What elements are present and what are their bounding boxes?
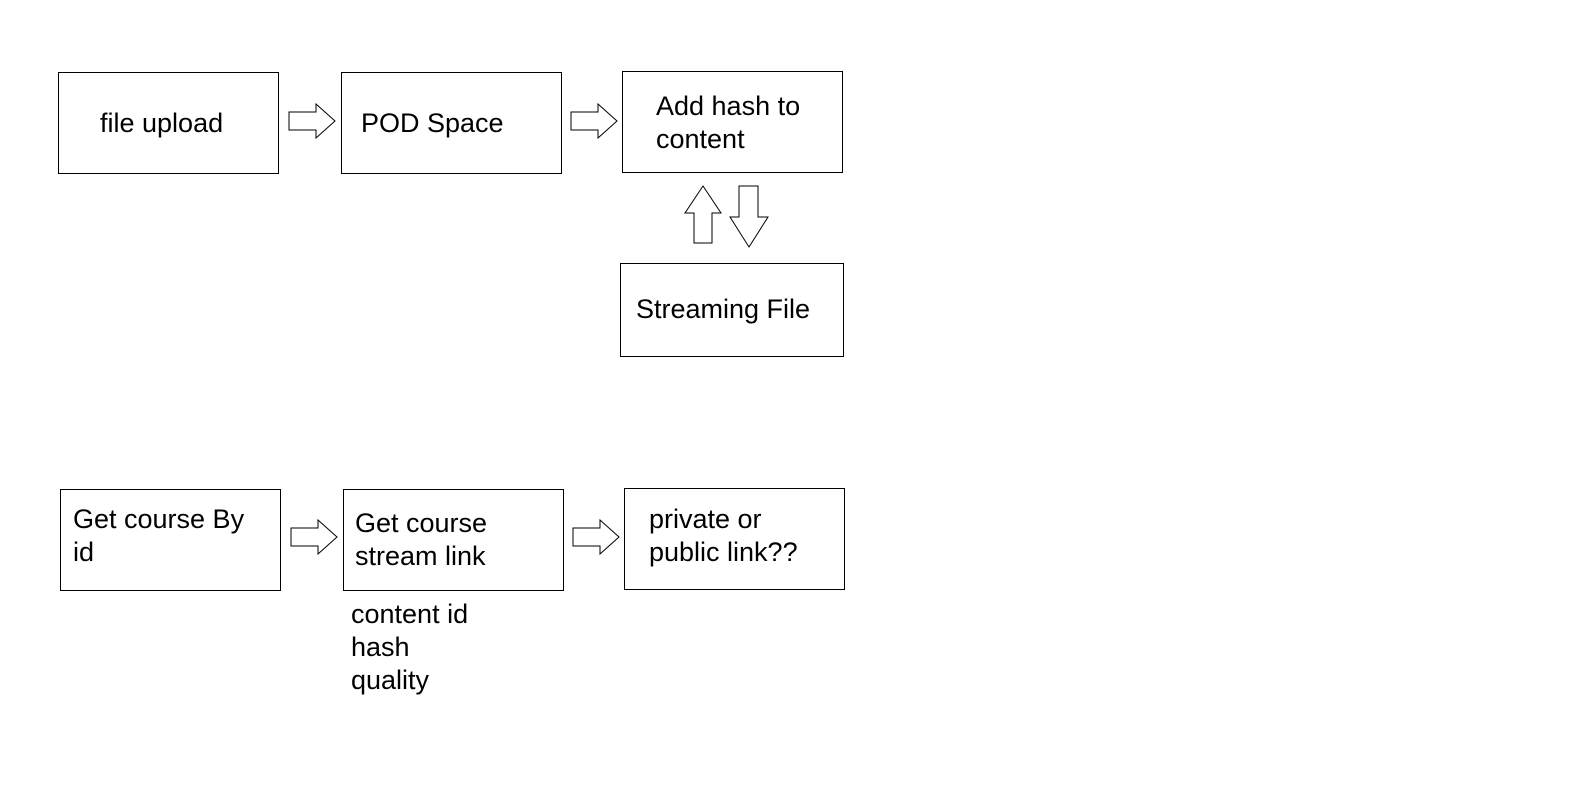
arrow-pod-space-to-add-hash [570,102,618,140]
node-add-hash-line-1: Add hash to [656,91,801,121]
arrow-stream-link-to-private-public-link [572,518,620,556]
node-add-hash-label: Add hash to content [656,90,800,156]
node-get-course-by-id-label: Get course By id [73,503,244,569]
node-private-public-link: private or public link?? [624,488,845,590]
arrow-add-hash-to-streaming-file [729,185,769,248]
arrow-get-course-by-id-to-stream-link [290,518,338,556]
arrow-streaming-file-to-add-hash [684,185,722,244]
node-pod-space-label: POD Space [361,107,504,140]
node-private-public-link-line-1: private or [649,504,762,534]
stream-link-param: quality [351,665,430,695]
node-file-upload-line-1: file upload [100,108,224,138]
node-file-upload-label: file upload [100,107,223,140]
node-get-course-by-id-line-2: id [73,537,95,567]
node-pod-space: POD Space [341,72,562,174]
node-add-hash: Add hash to content [622,71,843,173]
node-get-course-stream-link-line-1: Get course [355,508,488,538]
stream-link-param: content id [351,599,469,629]
node-get-course-stream-link-line-2: stream link [355,541,486,571]
node-file-upload: file upload [58,72,279,174]
node-private-public-link-label: private or public link?? [649,503,798,569]
stream-link-params: content id hash quality [351,598,468,697]
node-get-course-stream-link-label: Get course stream link [355,507,487,573]
node-pod-space-line-1: POD Space [361,108,504,138]
node-add-hash-line-2: content [656,124,745,154]
node-private-public-link-line-2: public link?? [649,537,798,567]
node-get-course-stream-link: Get course stream link [343,489,564,591]
node-get-course-by-id: Get course By id [60,489,281,591]
node-streaming-file-line-1: Streaming File [636,294,811,324]
stream-link-param: hash [351,632,410,662]
node-streaming-file: Streaming File [620,263,844,357]
node-streaming-file-label: Streaming File [636,293,810,326]
arrow-file-upload-to-pod-space [288,102,336,140]
node-get-course-by-id-line-1: Get course By [73,504,245,534]
